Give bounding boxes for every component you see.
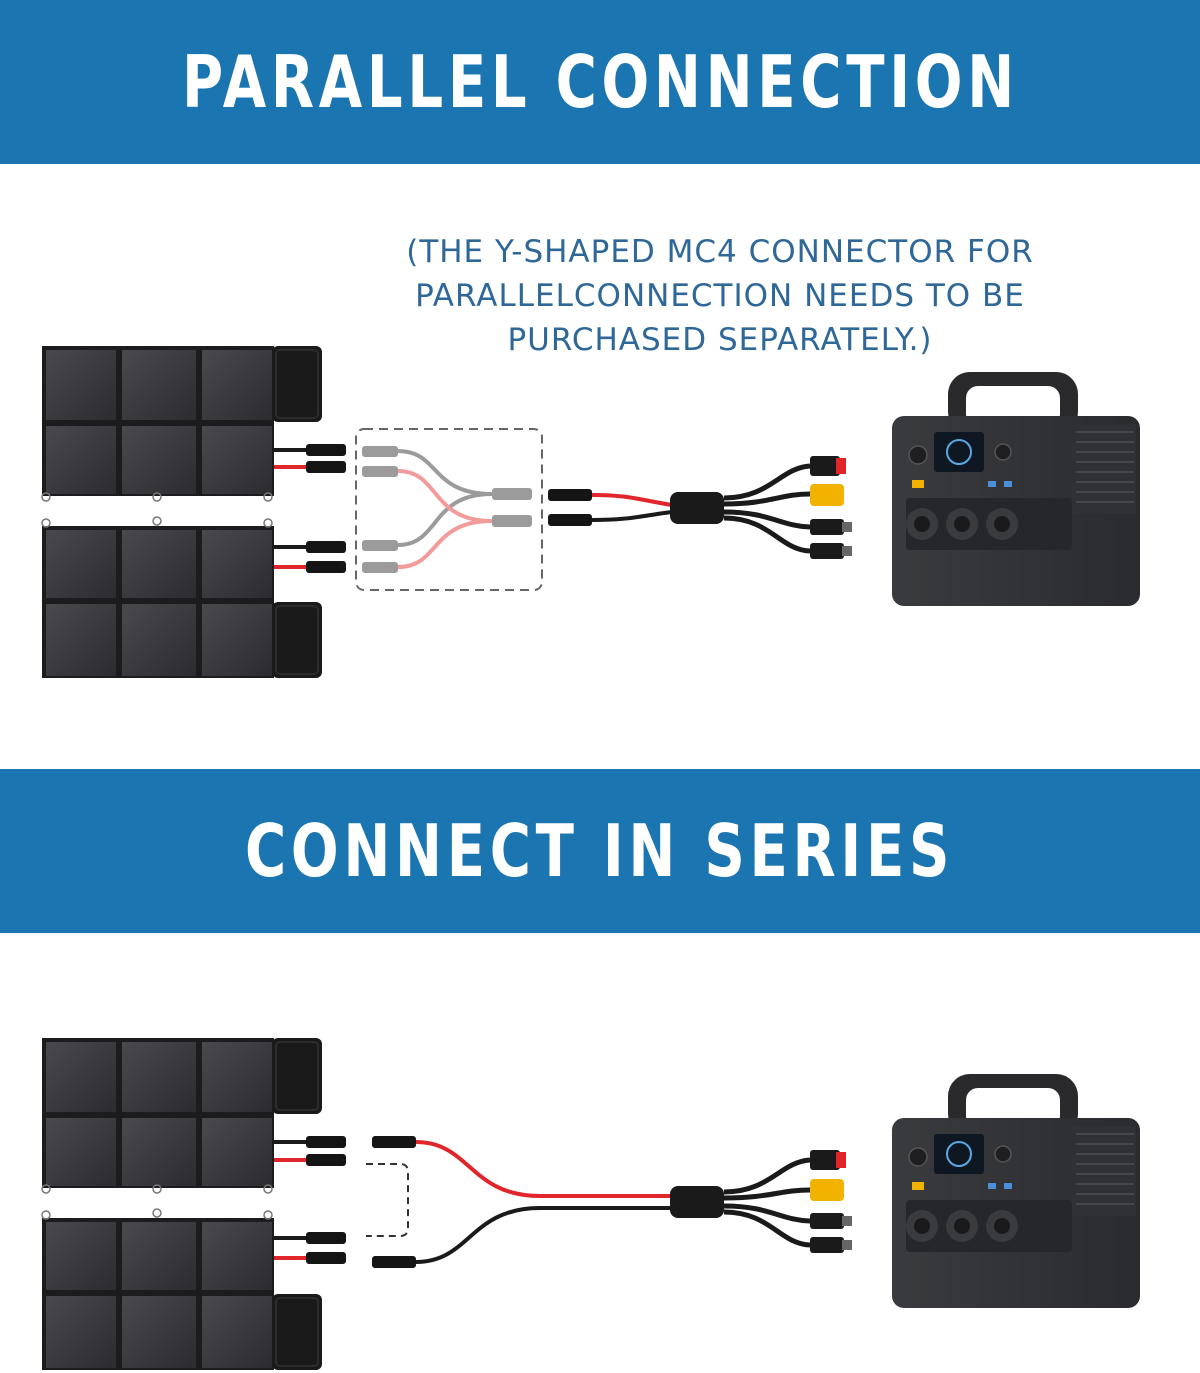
solar-panel-4 [42,1209,322,1370]
connect-in-series-title: CONNECT IN SERIES [245,809,954,893]
solar-panel-3 [42,1038,322,1193]
parallel-connection-title: PARALLEL CONNECTION [182,40,1019,124]
solar-panel-2 [42,517,322,678]
note-line-1: (THE Y-SHAPED MC4 CONNECTOR FOR [360,230,1080,274]
solar-panel-1 [42,346,322,501]
connect-in-series-banner: CONNECT IN SERIES [0,769,1200,933]
series-panel-connectors [274,1136,346,1264]
parallel-connection-diagram [0,330,1200,690]
series-jumper-dashed [366,1164,408,1236]
series-splitter-cable [372,1136,852,1268]
y-connector-parallel [362,446,532,573]
power-station [892,372,1140,606]
power-station-series [892,1074,1140,1308]
splitter-output-cable [548,456,852,559]
series-connection-diagram [0,1030,1200,1373]
panel-mc4-connectors [274,444,346,573]
parallel-connection-banner: PARALLEL CONNECTION [0,0,1200,164]
note-line-2: PARALLELCONNECTION NEEDS TO BE [360,274,1080,318]
